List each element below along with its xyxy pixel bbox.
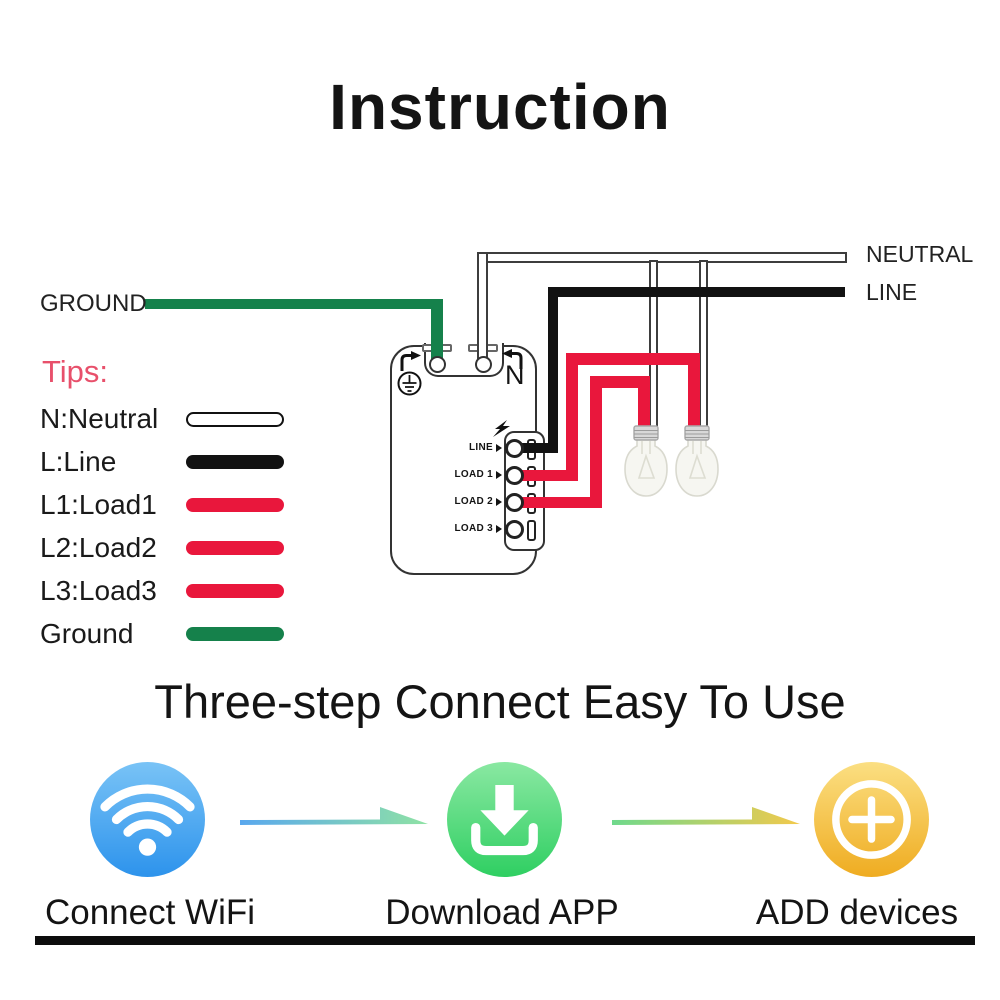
wifi-glyph xyxy=(100,784,195,856)
wifi-icon xyxy=(90,762,205,877)
neutral-screw-terminal xyxy=(475,356,492,373)
ground-screw-terminal xyxy=(429,356,446,373)
legend-label: L:Line xyxy=(40,446,117,477)
legend-row-neutral: N:Neutral xyxy=(40,402,284,436)
ground-wire-vertical xyxy=(431,299,443,361)
line-wire-terminal-stub xyxy=(518,443,558,453)
load1-wire-swatch xyxy=(186,498,284,512)
tips-heading: Tips: xyxy=(42,354,109,389)
ground-symbol-icon xyxy=(397,371,422,396)
line-wire-vertical xyxy=(548,287,558,453)
load1-wire-across xyxy=(566,353,700,365)
flow-arrow-1-icon xyxy=(240,807,428,825)
load1-wire-terminal-stub xyxy=(518,470,578,481)
load2-wire-down xyxy=(638,376,650,434)
legend-row-load2: L2:Load2 xyxy=(40,531,284,565)
ground-wire-swatch xyxy=(186,627,284,641)
ground-wire-horizontal xyxy=(145,299,443,309)
legend-label: N:Neutral xyxy=(40,403,159,434)
load2-wire-swatch xyxy=(186,541,284,555)
page-title: Instruction xyxy=(329,71,671,143)
load2-wire-across xyxy=(590,376,650,388)
flow-arrow-2-icon xyxy=(612,807,800,825)
legend-label: L1:Load1 xyxy=(40,489,157,520)
neutral-wire-vertical xyxy=(477,252,488,362)
terminal-pointer-icon xyxy=(496,470,502,479)
step-label-add-devices: ADD devices xyxy=(755,893,959,932)
step-label-connect-wifi: Connect WiFi xyxy=(44,893,256,932)
terminal-circle-load3 xyxy=(505,520,524,539)
terminal-circle-line xyxy=(505,439,524,458)
legend-row-ground: Ground xyxy=(40,617,284,651)
legend-row-load1: L1:Load1 xyxy=(40,488,284,522)
line-wire-label: LINE xyxy=(866,279,918,305)
load2-wire-terminal-stub xyxy=(518,497,602,508)
legend-row-line: L:Line xyxy=(40,445,284,479)
download-icon xyxy=(447,762,562,877)
elbow-arrow-left-icon xyxy=(502,349,523,369)
add-icon xyxy=(814,762,929,877)
legend-label: L2:Load2 xyxy=(40,532,157,563)
download-glyph xyxy=(471,785,538,856)
elbow-arrow-right-icon xyxy=(400,351,421,371)
light-bulb-1 xyxy=(624,425,668,497)
terminal-label-text: LOAD 3 xyxy=(454,523,493,534)
terminal-label-load1: LOAD 1 xyxy=(455,469,502,480)
terminal-label-text: LOAD 1 xyxy=(454,469,493,480)
neutral-terminal-label: N xyxy=(505,360,525,390)
steps-heading: Three-step Connect Easy To Use xyxy=(154,675,846,728)
light-bulb-2 xyxy=(675,425,719,497)
terminal-circle-load2 xyxy=(505,493,524,512)
lightning-icon xyxy=(493,420,510,437)
terminal-label-line: LINE xyxy=(469,442,502,453)
terminal-slot-load3 xyxy=(527,520,536,541)
add-glyph xyxy=(832,780,911,859)
terminal-label-text: LINE xyxy=(469,442,493,453)
line-wire-horizontal xyxy=(548,287,845,297)
terminal-label-load3: LOAD 3 xyxy=(455,523,502,534)
load3-wire-swatch xyxy=(186,584,284,598)
terminal-label-load2: LOAD 2 xyxy=(455,496,502,507)
load2-wire-up xyxy=(590,376,602,508)
ground-wire-label: GROUND xyxy=(40,290,147,317)
line-wire-swatch xyxy=(186,455,284,469)
neutral-wire-swatch xyxy=(186,411,284,427)
legend-label: Ground xyxy=(40,618,134,649)
terminal-label-text: LOAD 2 xyxy=(454,496,493,507)
terminal-pointer-icon xyxy=(496,443,502,452)
bottom-divider xyxy=(35,936,975,945)
terminal-pointer-icon xyxy=(496,524,502,533)
legend-row-load3: L3:Load3 xyxy=(40,574,284,608)
load1-wire-down xyxy=(688,353,700,434)
legend-label: L3:Load3 xyxy=(40,575,157,606)
step-label-download-app: Download APP xyxy=(385,893,619,932)
neutral-wire-horizontal xyxy=(477,252,847,263)
terminal-circle-load1 xyxy=(505,466,524,485)
neutral-wire-label: NEUTRAL xyxy=(866,241,974,267)
terminal-pointer-icon xyxy=(496,497,502,506)
load1-wire-up xyxy=(566,353,578,481)
